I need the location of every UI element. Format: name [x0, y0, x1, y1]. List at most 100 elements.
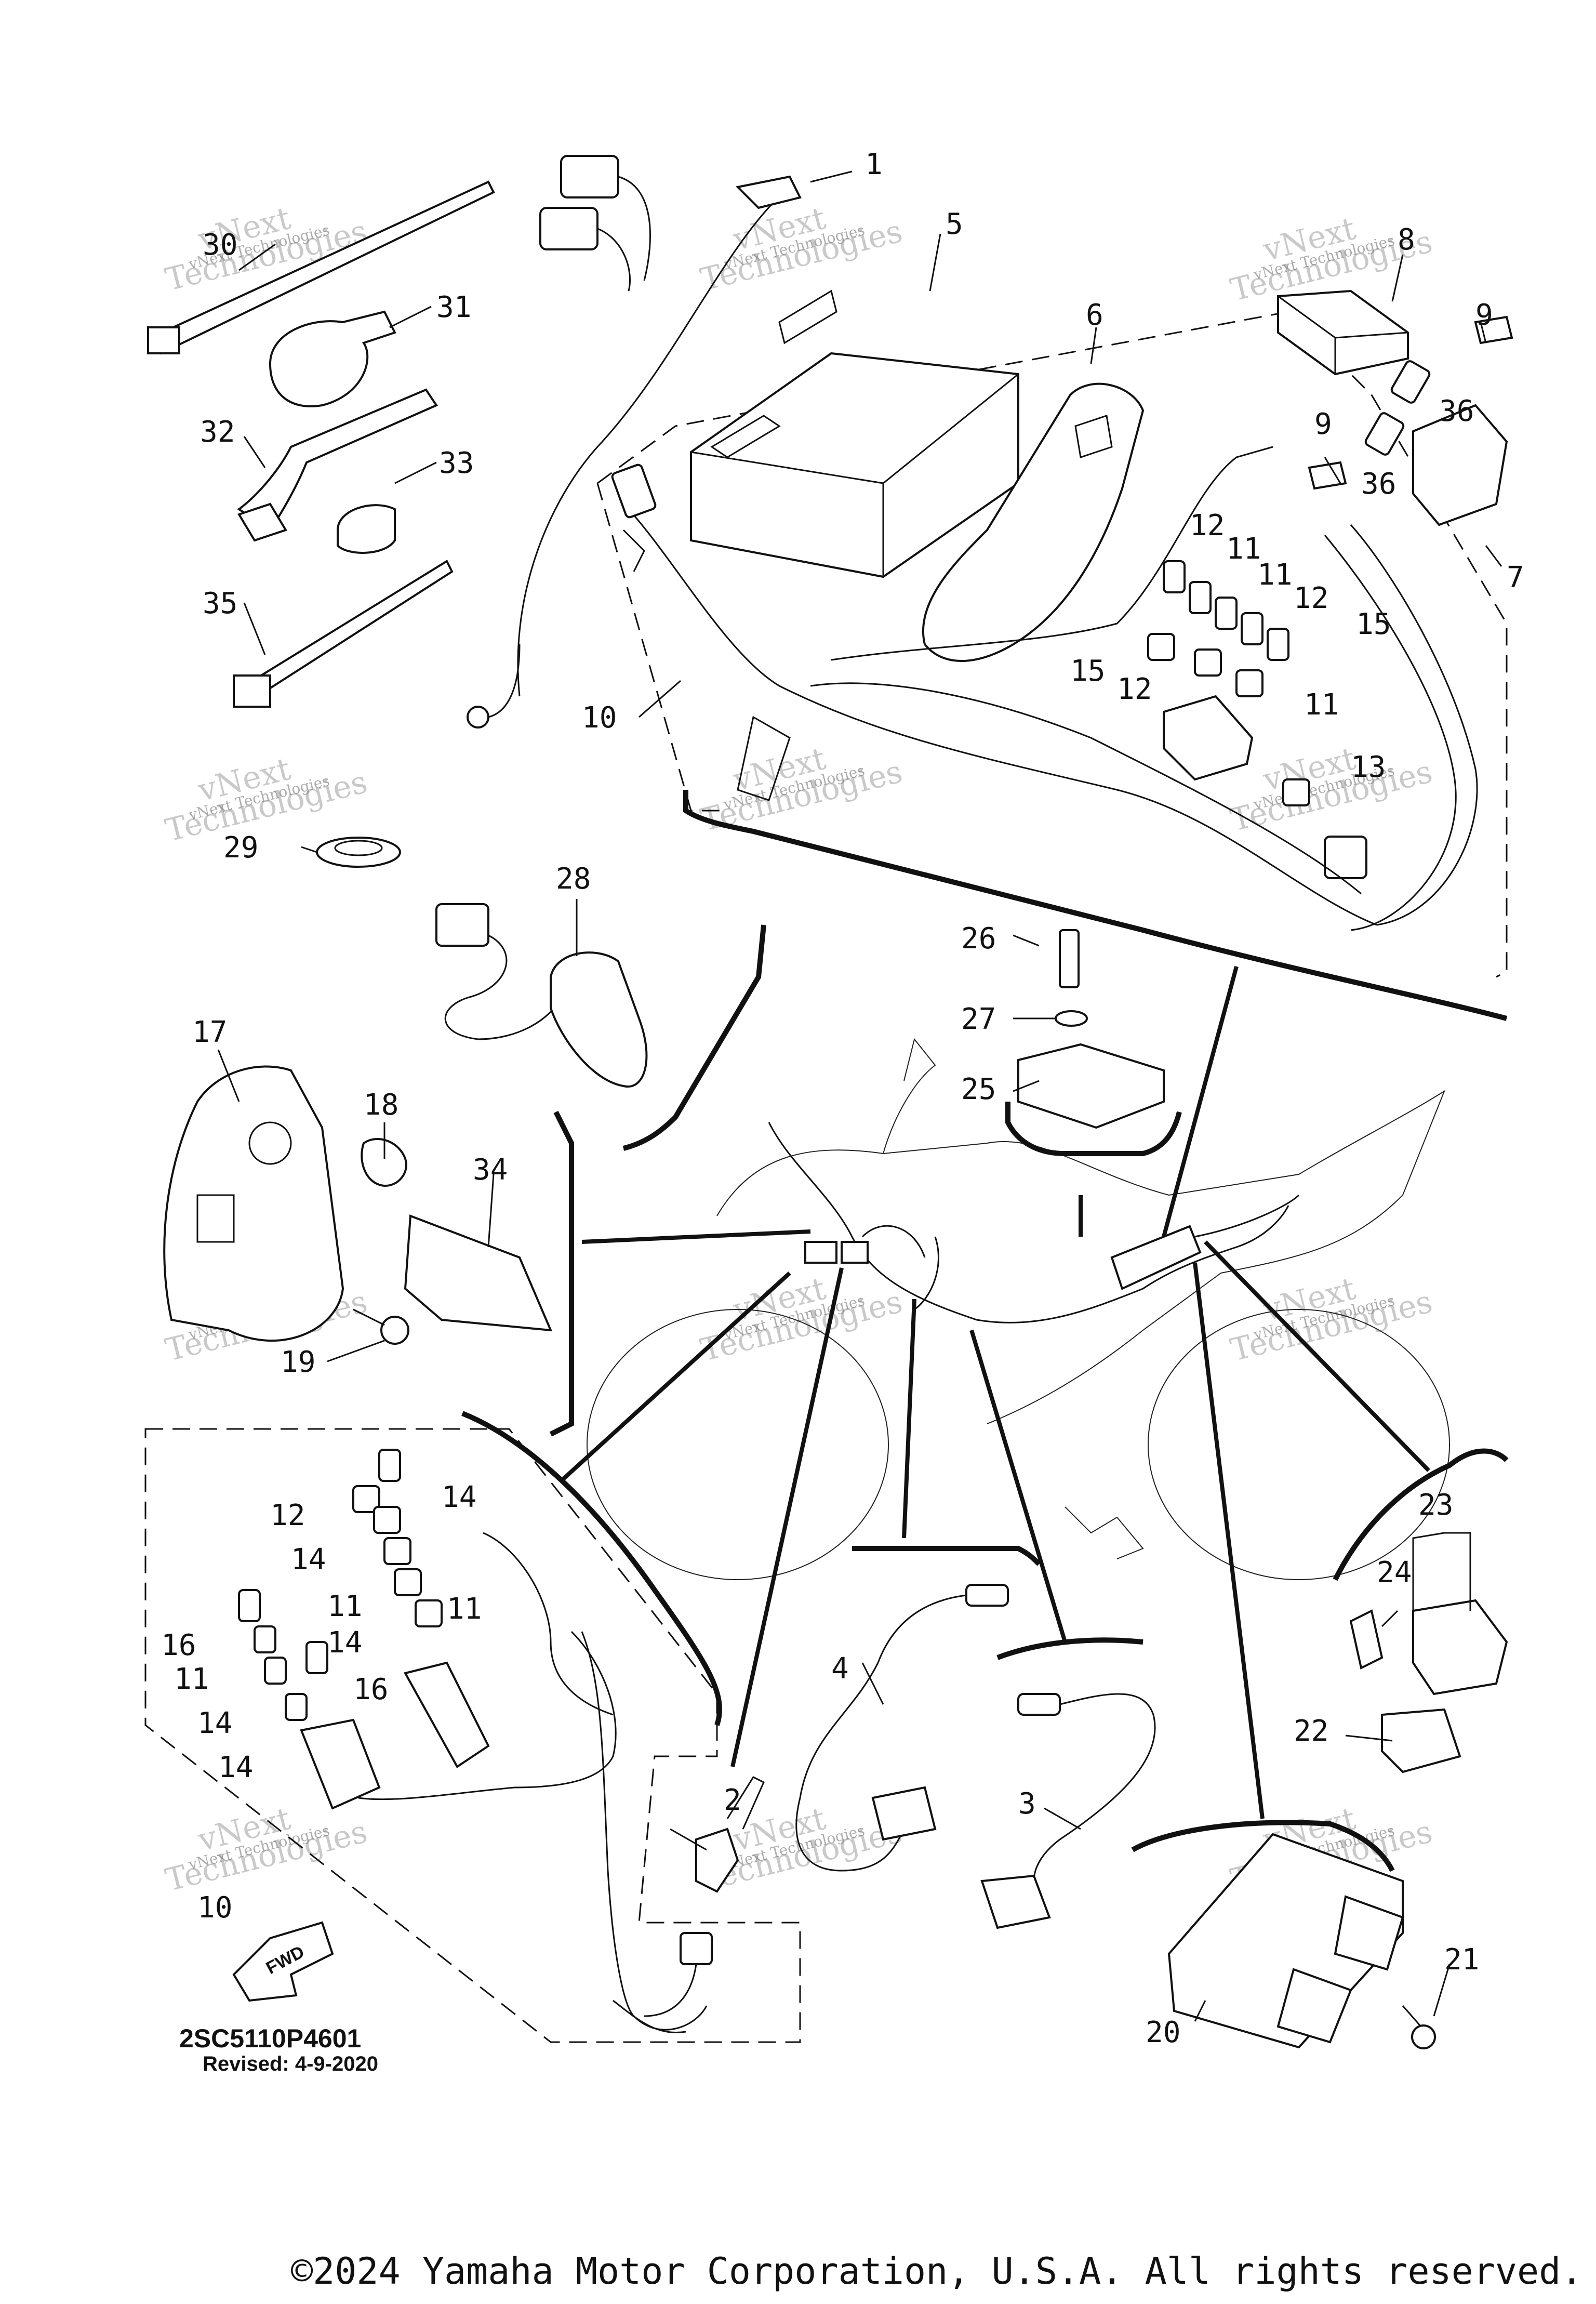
callout-label: 9 [1475, 298, 1493, 332]
bolt [1308, 461, 1347, 490]
clamp [337, 504, 396, 554]
callout-label: 12 [1190, 509, 1225, 542]
leader [1433, 1964, 1451, 2017]
subharness-wire [581, 1631, 708, 2031]
callout-label: 5 [946, 207, 963, 241]
battery-terminal [710, 415, 781, 458]
screw-shaft [353, 1308, 385, 1326]
fuse [373, 1506, 401, 1534]
callout-label: 17 [192, 1015, 227, 1049]
callout-label: 31 [436, 290, 471, 324]
sensor-bracket [1017, 1043, 1165, 1129]
leader-23 [1204, 1240, 1430, 1472]
fuse [1364, 412, 1405, 456]
callout-label: 9 [1314, 407, 1332, 441]
callout-label: 36 [1361, 467, 1396, 501]
fuse [264, 1657, 287, 1685]
connector [1324, 836, 1367, 879]
battery-cover [922, 382, 1145, 663]
callout-label: 10 [197, 1891, 232, 1925]
wire-wrap [737, 716, 791, 801]
fuse [1215, 597, 1238, 630]
clip [361, 1137, 407, 1187]
ecu-detail-bracket [549, 1110, 574, 1437]
fuse [1390, 360, 1431, 404]
control-unit-port [1334, 1895, 1404, 1971]
fuse [1267, 628, 1289, 661]
callout-label: 30 [203, 228, 237, 262]
harness-branch [861, 1225, 939, 1310]
fuse [1147, 633, 1175, 661]
subharness-wire [644, 1964, 697, 2017]
sensor-connector [1017, 1693, 1061, 1716]
starter-relay [1277, 289, 1409, 376]
callout-label: 28 [556, 862, 591, 896]
callout-label: 26 [961, 922, 996, 956]
drawing-code: 2SC5110P4601 [179, 2024, 361, 2053]
callout-label: 10 [582, 701, 617, 735]
callout-leaders [217, 170, 1502, 2022]
relay-edges [1278, 295, 1408, 374]
connector-cover [1349, 1609, 1384, 1670]
subharness-wire [613, 2000, 686, 2033]
arc-25 [1005, 1102, 1182, 1156]
connector [560, 155, 619, 198]
leader-28 [622, 924, 766, 1151]
leader [217, 1049, 240, 1102]
leader [1194, 2000, 1206, 2022]
harness-wire [831, 446, 1273, 661]
leader [1485, 545, 1502, 567]
harness-wire [628, 508, 1377, 926]
callout-label: 34 [473, 1153, 508, 1187]
callout-label: 14 [442, 1480, 476, 1514]
leader-lines [560, 924, 1509, 1872]
callout-label: 13 [1351, 750, 1386, 784]
sensor-lead [795, 1594, 967, 1872]
harness-main-run [768, 1122, 1289, 1323]
washer [1055, 1010, 1088, 1027]
callout-label: 11 [1226, 532, 1261, 566]
battery-terminal [778, 289, 837, 345]
leader [670, 1828, 707, 1851]
callout-label: 11 [1304, 688, 1339, 722]
ring-terminal-lead [488, 644, 521, 718]
fuse [1235, 669, 1264, 697]
leader [1324, 457, 1341, 484]
callout-numbers: 1 2 3 4 5 6 7 8 9 9 10 10 11 11 11 11 11… [161, 148, 1524, 2049]
fuse [238, 1589, 261, 1622]
callout-label: 1 [865, 148, 883, 181]
leader [810, 170, 853, 183]
revision-date: Revised: 4-9-2020 [203, 2053, 378, 2075]
grommet [316, 837, 401, 868]
battery-detail-dashed-border [597, 311, 1508, 978]
callout-label: 29 [223, 831, 258, 865]
leader-2 [730, 1267, 844, 1767]
callout-label: 12 [270, 1499, 305, 1532]
fuse [352, 1485, 380, 1513]
screw [380, 1316, 409, 1345]
stand-outline [1065, 1506, 1144, 1559]
sensor-lead [1033, 1693, 1156, 1882]
front-wheel [587, 1309, 889, 1580]
watermark: vNext Technologies vNext Technologies [1227, 1270, 1436, 1369]
leader [327, 1340, 385, 1362]
cable-tie [243, 560, 454, 704]
subharness-bracket [461, 1411, 722, 1726]
starter-relay-unit [1412, 404, 1508, 526]
callout-label: 33 [439, 446, 474, 480]
callout-label: 16 [353, 1673, 388, 1706]
subharness-wire [483, 1532, 614, 1716]
sensor-connector [965, 1584, 1009, 1607]
arc-23 [1333, 1448, 1509, 1581]
terminal-cable [517, 186, 790, 697]
sensor-parts [795, 929, 1508, 2049]
callout-label: 32 [200, 415, 235, 449]
battery-detail-bracket [683, 790, 1508, 1021]
fuse [1189, 581, 1212, 614]
fwd-arrow-icon: FWD [232, 1921, 334, 2002]
motorcycle-outline [587, 1038, 1450, 1580]
ecu [404, 1214, 553, 1332]
callout-label: 14 [218, 1751, 253, 1784]
harness-junction [1110, 1225, 1202, 1290]
leader-14 [560, 1272, 791, 1482]
